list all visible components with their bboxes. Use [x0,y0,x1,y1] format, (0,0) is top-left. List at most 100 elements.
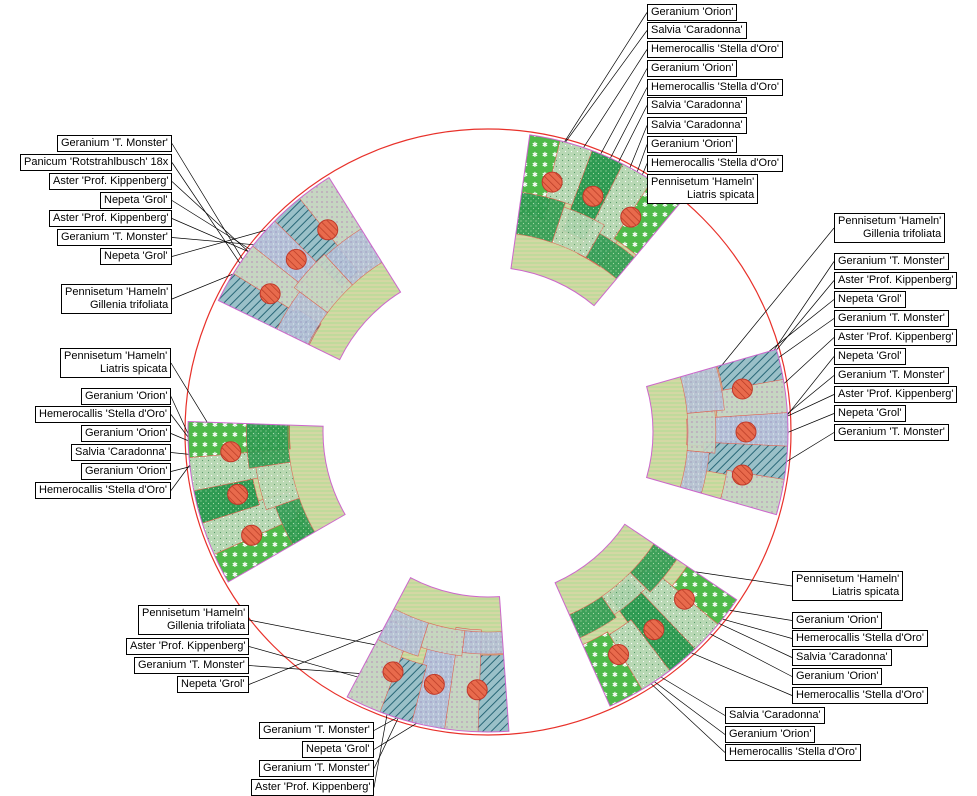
plant-label: Geranium 'Orion' [792,668,883,685]
lawn-circle [184,128,792,736]
plant-label-text: Salvia 'Caradonna' [651,24,743,36]
plant-label: Nepeta 'Grol' [100,248,172,265]
plant-label: Aster 'Prof. Kippenberg' [834,386,958,403]
plant-label-text: Nepeta 'Grol' [306,743,370,755]
plant-label-text: Nepeta 'Grol' [838,293,902,305]
plant-label-text: Nepeta 'Grol' [838,407,902,419]
plant-label-text: Nepeta 'Grol' [104,194,168,206]
plant-label-text: Hemerocallis 'Stella d'Oro' [729,746,857,758]
plant-label-text: Geranium 'Orion' [651,6,734,18]
plant-label-text: Geranium 'Orion' [651,138,734,150]
plant-label-text: Hemerocallis 'Stella d'Oro' [651,157,779,169]
plant-label: Salvia 'Caradonna' [647,22,747,39]
plant-label-text: Nepeta 'Grol' [104,250,168,262]
plant-label: Hemerocallis 'Stella d'Oro' [792,687,928,704]
bed-right [645,348,789,516]
plant-label: Nepeta 'Grol' [834,405,906,422]
plant-label: Salvia 'Caradonna' [725,707,825,724]
plant-label: Pennisetum 'Hameln'Gillenia trifoliata [138,605,250,635]
plant-label-text: Geranium 'T. Monster' [263,762,370,774]
plant-label: Geranium 'Orion' [81,425,172,442]
shrub-circle [582,185,604,207]
plant-label-text: Aster 'Prof. Kippenberg' [838,274,954,286]
plant-label: Pennisetum 'Hameln'Gillenia trifoliata [61,284,173,314]
plant-label-text: Aster 'Prof. Kippenberg' [53,212,169,224]
shrub-circle [541,171,563,193]
shrub-circle [423,673,445,695]
leader-line [715,227,835,374]
plant-label: Geranium 'T. Monster' [259,760,374,777]
plant-label: Geranium 'Orion' [647,136,738,153]
plant-label-text: Hemerocallis 'Stella d'Oro' [39,408,167,420]
shrub-circle [731,464,753,486]
bed-outline [554,523,738,707]
plant-label: Salvia 'Caradonna' [647,117,747,134]
plant-label-text: Geranium 'T. Monster' [138,659,245,671]
plant-label: Aster 'Prof. Kippenberg' [251,779,375,796]
bed-outline [217,176,402,361]
plant-label-text: Geranium 'Orion' [729,728,812,740]
plant-label-text: Liatris spicata [686,189,755,201]
plant-label: Nepeta 'Grol' [834,348,906,365]
plant-label: Geranium 'T. Monster' [834,424,949,441]
bed-top-right [510,134,682,307]
plant-label-text: Liatris spicata [99,363,168,375]
plant-label: Geranium 'T. Monster' [134,657,249,674]
plant-label: Salvia 'Caradonna' [647,97,747,114]
plant-label: Nepeta 'Grol' [177,676,249,693]
leader-line [248,621,404,685]
perennial-drift [461,630,504,655]
shrub-circle [259,283,281,305]
shrub-circle [382,661,404,683]
planting-beds [187,134,789,733]
plant-label-text: Salvia 'Caradonna' [75,446,167,458]
shrub-circle [285,248,307,270]
plant-label: Hemerocallis 'Stella d'Oro' [792,630,928,647]
plant-label-text: Pennisetum 'Hameln' [796,573,900,585]
plant-label: Aster 'Prof. Kippenberg' [49,210,173,227]
perennial-drift [686,410,717,454]
plant-label-text: Nepeta 'Grol' [838,350,902,362]
plant-label: Geranium 'T. Monster' [834,367,949,384]
plant-label-text: Geranium 'Orion' [796,670,879,682]
plant-label-text: Gillenia trifoliata [89,299,169,311]
perennial-drift [679,366,725,414]
plant-label: Panicum 'Rotstrahlbusch' 18x [20,154,173,171]
plant-label-text: Hemerocallis 'Stella d'Oro' [39,484,167,496]
bed-outline [645,348,789,516]
plant-label: Geranium 'T. Monster' [57,135,172,152]
shrub-circle [466,679,488,701]
plant-label: Geranium 'Orion' [725,726,816,743]
plant-label-text: Salvia 'Caradonna' [796,651,888,663]
shrub-circle [673,588,695,610]
shrub-circle [317,219,339,241]
plant-label-text: Pennisetum 'Hameln' [651,176,755,188]
plant-label-text: Hemerocallis 'Stella d'Oro' [796,689,924,701]
leader-line [678,569,793,587]
plant-label-text: Geranium 'T. Monster' [263,724,370,736]
shrub-circle [241,524,263,546]
perennial-drift [246,423,291,469]
plant-label-text: Geranium 'T. Monster' [838,426,945,438]
shrub-circle [227,483,249,505]
plant-label-text: Panicum 'Rotstrahlbusch' 18x [24,156,169,168]
plant-label: Geranium 'T. Monster' [834,310,949,327]
plant-label: Pennisetum 'Hameln'Liatris spicata [647,174,759,204]
shrub-circle [220,441,242,463]
plant-label-text: Geranium 'Orion' [85,465,168,477]
plant-label-text: Geranium 'T. Monster' [61,137,168,149]
plant-label-text: Gillenia trifoliata [166,620,246,632]
plant-label-text: Aster 'Prof. Kippenberg' [838,388,954,400]
bed-bottom-right [554,523,738,707]
plant-label: Nepeta 'Grol' [834,291,906,308]
shrub-circle [620,206,642,228]
plant-label: Nepeta 'Grol' [100,192,172,209]
plant-label: Salvia 'Caradonna' [792,649,892,666]
plant-label: Aster 'Prof. Kippenberg' [834,272,958,289]
plant-label-text: Salvia 'Caradonna' [651,99,743,111]
shrub-circle [643,619,665,641]
bed-left [187,421,346,583]
perennial-drift [438,627,482,732]
plant-label: Aster 'Prof. Kippenberg' [126,638,250,655]
